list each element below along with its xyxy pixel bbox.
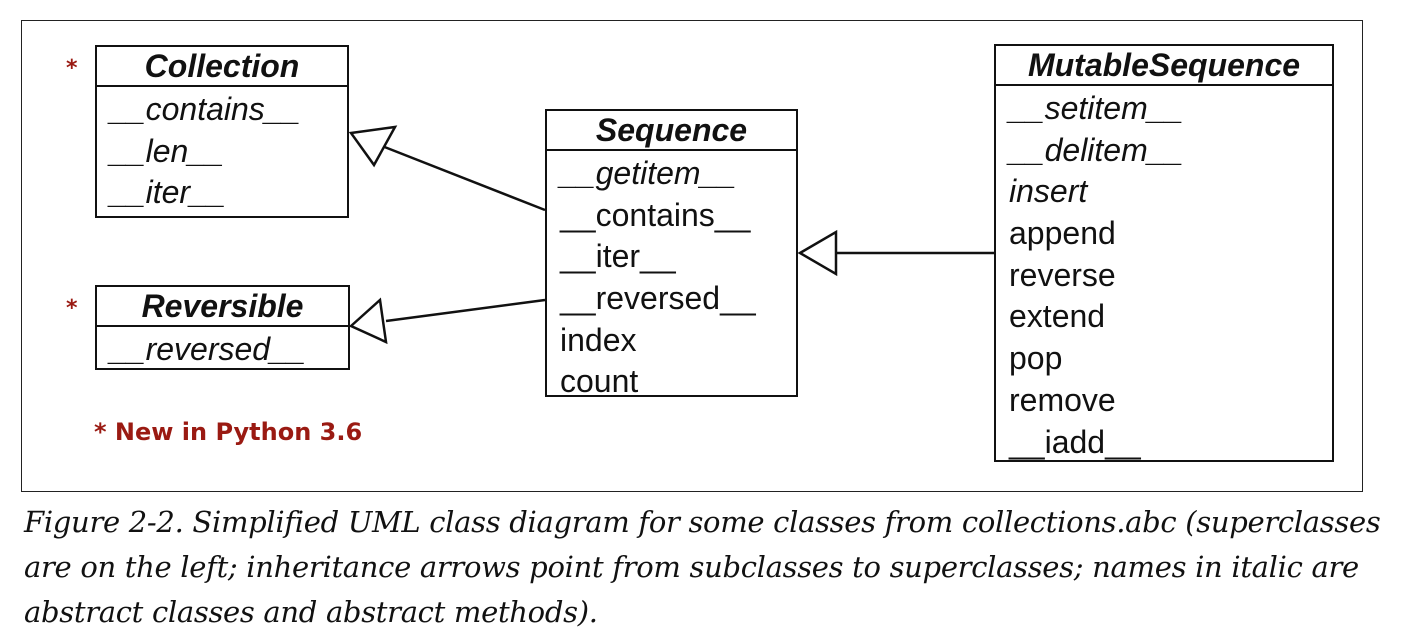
method-list-mutablesequence: __setitem__ __delitem__ insert append re… [996, 86, 1332, 463]
method-sequence-count: count [560, 363, 639, 400]
method-list-reversible: __reversed__ [97, 327, 348, 371]
inheritance-arrowhead-collection [348, 125, 398, 168]
method-mutablesequence-setitem: __setitem__ [1009, 90, 1184, 126]
inheritance-arrowhead-reversible [348, 297, 388, 345]
method-mutablesequence-iadd: __iadd__ [1009, 423, 1141, 460]
method-mutablesequence-remove: remove [1009, 381, 1116, 418]
class-name-sequence: Sequence [547, 111, 796, 151]
class-reversible: Reversible __reversed__ [95, 285, 350, 370]
diagram-frame [21, 20, 1363, 492]
inheritance-line-sequence-collection [381, 144, 546, 212]
method-mutablesequence-delitem: __delitem__ [1009, 131, 1184, 168]
method-collection-iter: __iter__ [110, 174, 226, 211]
python-version-note: * New in Python 3.6 [94, 418, 363, 446]
method-mutablesequence-insert: insert [1009, 173, 1088, 210]
class-name-collection: Collection [97, 47, 347, 87]
method-mutablesequence-append: append [1009, 215, 1116, 252]
method-collection-len: __len__ [110, 132, 224, 169]
class-sequence: Sequence __getitem__ __contains__ __iter… [545, 109, 798, 399]
new-marker-reversible: * [66, 296, 78, 321]
method-sequence-getitem: __getitem__ [560, 155, 737, 191]
method-reversible-reversed: __reversed__ [110, 331, 306, 367]
class-mutablesequence: MutableSequence __setitem__ __delitem__ … [994, 44, 1334, 462]
method-sequence-iter: __iter__ [560, 238, 676, 275]
class-name-reversible: Reversible [97, 287, 348, 327]
inheritance-arrowhead-sequence [797, 229, 838, 277]
method-mutablesequence-extend: extend [1009, 298, 1106, 335]
class-collection: Collection __contains__ __len__ __iter__ [95, 45, 349, 218]
method-mutablesequence-pop: pop [1009, 340, 1063, 377]
method-mutablesequence-reverse: reverse [1009, 256, 1116, 293]
method-sequence-reversed: __reversed__ [560, 280, 756, 317]
class-name-mutablesequence: MutableSequence [996, 46, 1332, 86]
figure-caption: Figure 2-2. Simplified UML class diagram… [24, 505, 1381, 629]
inheritance-line-sequence-reversible [385, 298, 546, 323]
method-sequence-index: index [560, 321, 637, 358]
method-sequence-contains: __contains__ [560, 196, 751, 233]
method-collection-contains: __contains__ [110, 91, 301, 127]
method-list-sequence: __getitem__ __contains__ __iter__ __reve… [547, 151, 796, 403]
new-marker-collection: * [66, 56, 78, 81]
method-list-collection: __contains__ __len__ __iter__ [97, 87, 347, 214]
